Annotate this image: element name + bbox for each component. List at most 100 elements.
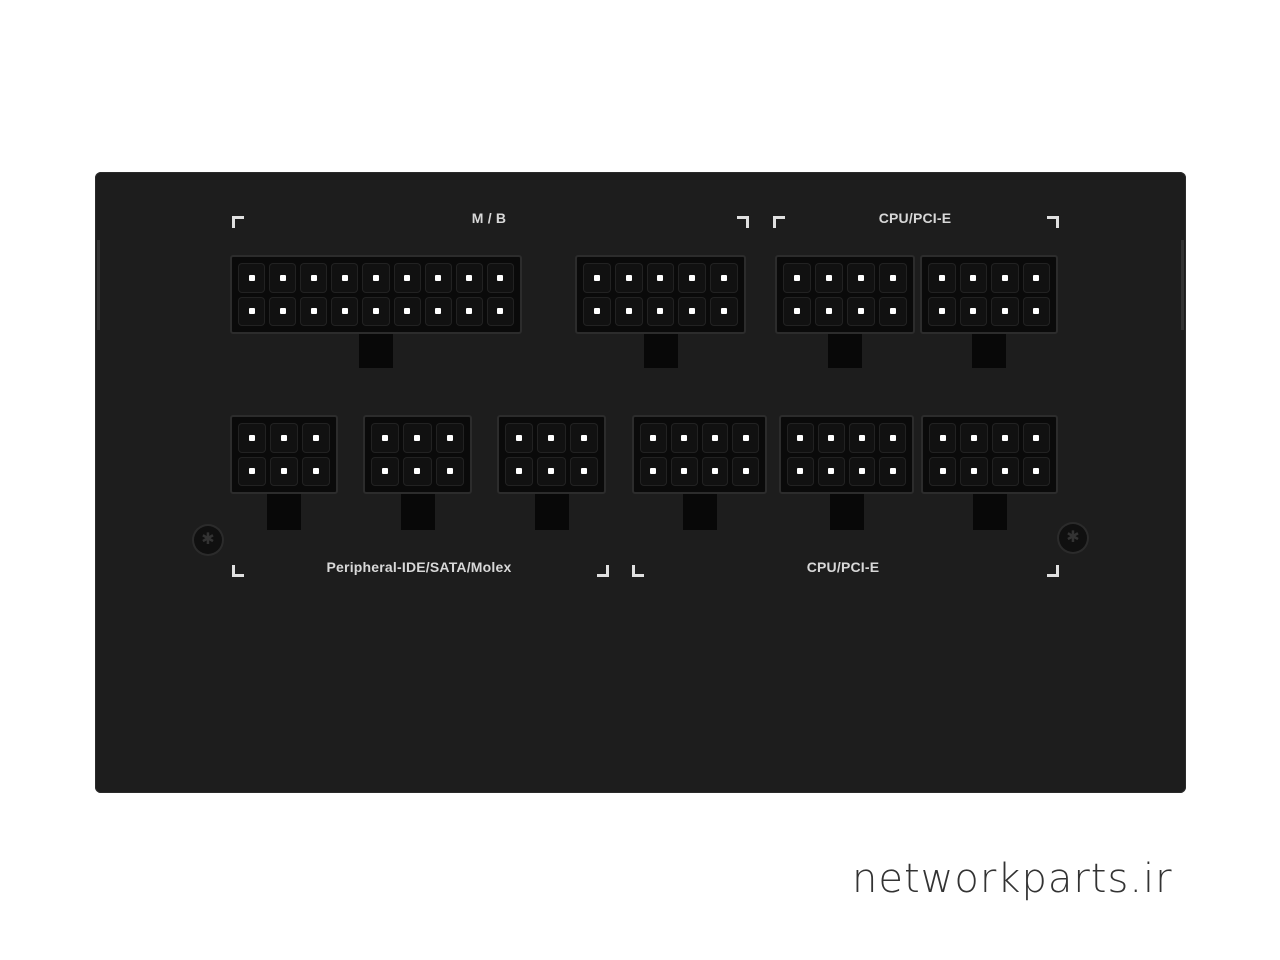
connector-pin [393,296,421,326]
label-mb: M / B [471,210,507,226]
connector-pin [424,263,452,293]
connector-pin [435,423,464,453]
connector-pin [435,456,464,486]
connector-latch [682,492,717,530]
connector-latch [972,332,1006,368]
watermark: networkparts.ir [852,856,1173,902]
connector-pin [331,296,359,326]
connector-pin [710,263,738,293]
connector-pin [238,296,266,326]
connector-pin [678,296,707,326]
connector-pin [424,296,452,326]
connector-pin [991,296,1019,326]
connector-pin [783,263,811,293]
connector-latch [828,332,862,368]
connector-pin [331,263,359,293]
connector-pin [569,456,598,486]
connector-pin [929,456,957,486]
connector-pin [537,423,566,453]
connector-pin [614,296,643,326]
connector-pin [1022,296,1050,326]
connector-pin [928,263,956,293]
connector-pin [269,296,297,326]
connector-pin [815,263,843,293]
connector-pin [879,263,907,293]
connector-latch [267,492,301,530]
bracket-mark [232,565,244,577]
connector-pin [238,423,266,453]
connector-pin [300,296,328,326]
connector-pin [848,456,876,486]
connector-pin [732,423,759,453]
connector-pin [991,263,1019,293]
connector-latch [400,492,435,530]
modular-connector-port[interactable] [775,255,915,334]
connector-pin [670,456,698,486]
connector-pin [302,456,330,486]
panel-edge [1181,240,1184,330]
connector-pin [362,296,390,326]
modular-connector-port[interactable] [230,255,522,334]
connector-pin [371,456,400,486]
modular-connector-port[interactable] [497,415,606,494]
connector-pin [815,296,843,326]
connector-pin [847,296,875,326]
modular-connector-port[interactable] [632,415,767,494]
connector-pin [583,296,611,326]
connector-pin [701,456,729,486]
bracket-mark [232,216,244,228]
connector-pin [455,296,483,326]
modular-connector-port[interactable] [921,415,1058,494]
connector-pin [929,423,957,453]
connector-pin [817,456,845,486]
bracket-mark [597,565,609,577]
modular-connector-port[interactable] [363,415,472,494]
label-peripheral: Peripheral-IDE/SATA/Molex [326,559,512,575]
connector-pin [678,263,707,293]
connector-latch [829,492,864,530]
connector-pin [270,423,298,453]
connector-pin [991,456,1019,486]
connector-pin [486,263,514,293]
connector-pin [817,423,845,453]
label-cpu-pcie-bottom: CPU/PCI-E [806,559,880,575]
bracket-mark [737,216,749,228]
connector-pin [270,456,298,486]
bracket-mark [773,216,785,228]
connector-pin [640,456,667,486]
connector-pin [879,296,907,326]
connector-pin [537,456,566,486]
connector-pin [505,423,534,453]
connector-pin [879,456,906,486]
connector-pin [1022,423,1050,453]
connector-latch [534,492,569,530]
connector-pin [960,423,988,453]
label-cpu-pcie-top: CPU/PCI-E [878,210,952,226]
connector-pin [371,423,400,453]
connector-pin [991,423,1019,453]
connector-pin [614,263,643,293]
connector-pin [403,423,432,453]
connector-pin [1022,263,1050,293]
modular-connector-port[interactable] [920,255,1058,334]
connector-pin [879,423,906,453]
connector-pin [646,296,675,326]
modular-connector-port[interactable] [575,255,746,334]
connector-latch [972,492,1007,530]
connector-pin [505,456,534,486]
modular-connector-port[interactable] [779,415,914,494]
connector-pin [403,456,432,486]
modular-connector-port[interactable] [230,415,338,494]
connector-pin [848,423,876,453]
screw-icon [194,526,222,554]
connector-latch [359,332,393,368]
connector-pin [269,263,297,293]
connector-pin [960,456,988,486]
connector-pin [959,263,987,293]
connector-pin [238,456,266,486]
connector-pin [710,296,738,326]
connector-pin [1022,456,1050,486]
connector-pin [847,263,875,293]
connector-pin [300,263,328,293]
connector-pin [583,263,611,293]
